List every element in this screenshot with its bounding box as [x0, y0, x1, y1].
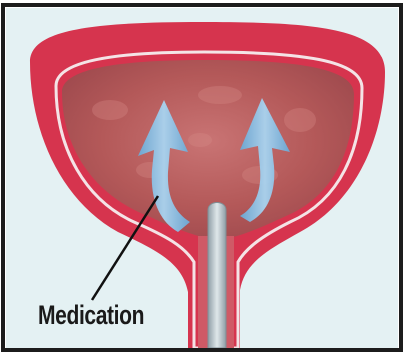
catheter	[208, 203, 226, 349]
medication-label: Medication	[38, 300, 144, 331]
